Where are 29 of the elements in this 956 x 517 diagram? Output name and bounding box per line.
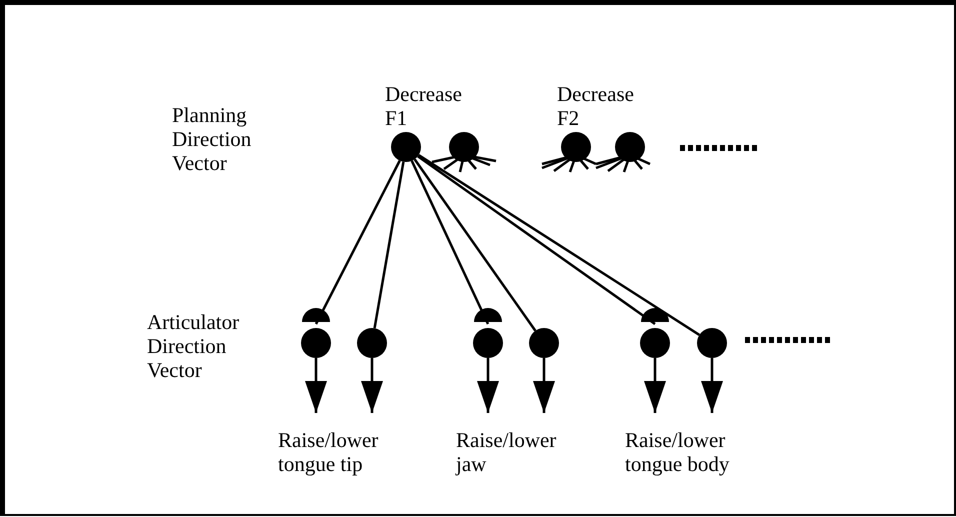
output-arrow	[701, 358, 723, 413]
neuron-circle	[695, 328, 729, 360]
connection-line	[414, 158, 536, 332]
articulator-label: Raise/lower jaw	[456, 428, 558, 476]
neuron-circle	[471, 328, 505, 360]
connection-line	[373, 162, 405, 328]
connection-line	[417, 155, 669, 326]
neuron-circle	[527, 328, 561, 360]
neuron-with-inputs	[594, 132, 652, 174]
connection-line	[410, 160, 502, 325]
output-arrow	[477, 358, 499, 413]
output-arrow	[305, 358, 327, 413]
layer-label: Articulator Direction Vector	[147, 310, 240, 382]
neuron-with-inputs	[430, 132, 498, 174]
neuron-circle	[355, 328, 389, 360]
output-arrow	[533, 358, 555, 413]
articulator-label: Raise/lower tongue tip	[278, 428, 380, 476]
layer-label: Planning Direction Vector	[172, 103, 252, 175]
output-arrow	[361, 358, 383, 413]
connection-line	[302, 160, 401, 325]
articulator-label: Raise/lower tongue body	[625, 428, 730, 476]
neuron-circle	[299, 328, 333, 360]
output-arrow	[644, 358, 666, 413]
neuron-circle	[638, 328, 672, 360]
connection-line	[418, 154, 700, 336]
decrease-label: Decrease F2	[557, 82, 635, 130]
decrease-label: Decrease F1	[385, 82, 463, 130]
neuron-circle	[389, 132, 423, 164]
neuron-with-inputs	[540, 132, 598, 174]
